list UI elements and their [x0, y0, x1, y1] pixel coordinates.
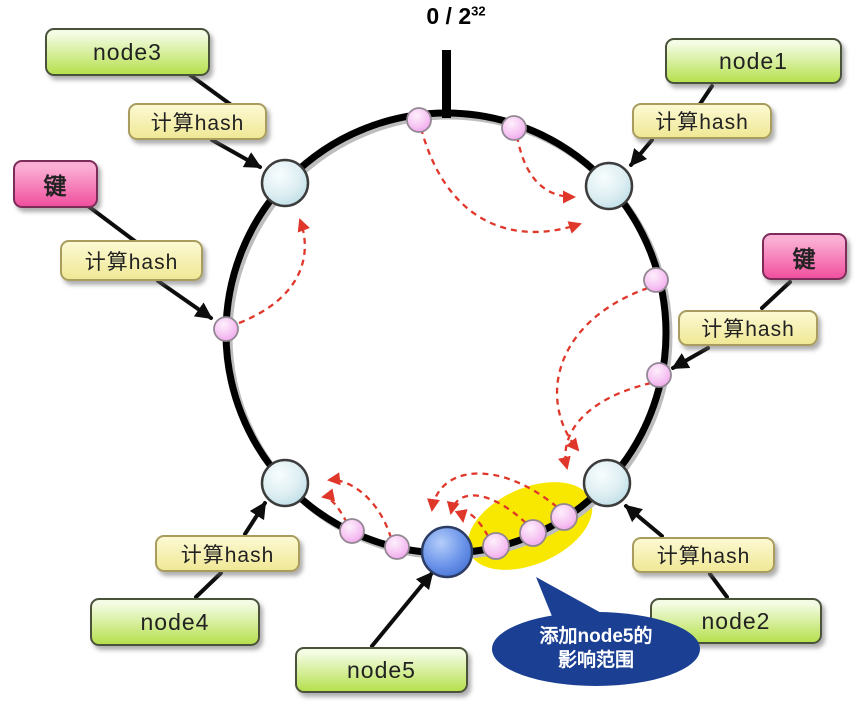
arrow-key-to-node4-short: [321, 488, 349, 524]
node5-circle: [420, 525, 474, 579]
key-dots: [213, 107, 672, 560]
compute-hash-box-node3: 计算hash: [128, 103, 267, 140]
key-dot: [646, 362, 672, 388]
key-mapping-arrows: [238, 127, 652, 539]
node1-label-box: node1: [665, 38, 842, 84]
compute-hash-box-left-key: 计算hash: [60, 240, 203, 281]
key-dot: [643, 267, 669, 293]
arrow-impactkey1-to-node5: [427, 472, 558, 512]
compute-hash-box-node4: 计算hash: [155, 535, 300, 572]
arrow-impactkey2-to-node5: [446, 494, 527, 524]
key-label-box-left: 键: [13, 160, 98, 208]
impact-bubble: 添加node5的 影响范围: [492, 612, 700, 686]
arrow-key-to-node3: [238, 218, 310, 325]
compute-hash-box-node1: 计算hash: [632, 103, 772, 139]
key-dot-impact: [519, 519, 547, 547]
impact-bubble-line2: 影响范围: [557, 650, 634, 671]
arrow-key-to-node2-long: [556, 286, 649, 452]
key-dot-impact: [482, 532, 510, 560]
key-dot-impact: [550, 503, 578, 531]
key-dot: [384, 534, 410, 560]
ring-origin-tick: [442, 50, 451, 118]
compute-hash-box-right-key: 计算hash: [678, 310, 818, 346]
compute-hash-box-node2: 计算hash: [632, 537, 775, 573]
key-dot: [501, 115, 527, 141]
ring-origin-label: 0 / 232: [426, 3, 486, 29]
label-connector-lines: [86, 70, 792, 599]
key-dot: [339, 518, 365, 544]
arrow-key-to-node4-long: [327, 472, 393, 539]
node5-label-box: node5: [295, 647, 468, 693]
node1-circle: [584, 161, 634, 211]
node2-circle: [582, 458, 632, 508]
key-label-box-right: 键: [762, 233, 847, 280]
key-dot: [406, 107, 432, 133]
arrow-key-to-node2-short: [558, 381, 652, 470]
node4-circle: [260, 458, 310, 508]
hash-result-arrows: [156, 138, 710, 648]
server-node-circles: [260, 158, 634, 579]
arrow-key-to-node1-long: [419, 127, 582, 234]
impact-bubble-line1: 添加node5的: [539, 626, 653, 648]
key-dot: [213, 316, 239, 342]
node3-circle: [260, 158, 310, 208]
arrow-key-to-node1-short: [515, 135, 576, 204]
node4-label-box: node4: [90, 598, 260, 646]
node3-label-box: node3: [45, 28, 210, 76]
